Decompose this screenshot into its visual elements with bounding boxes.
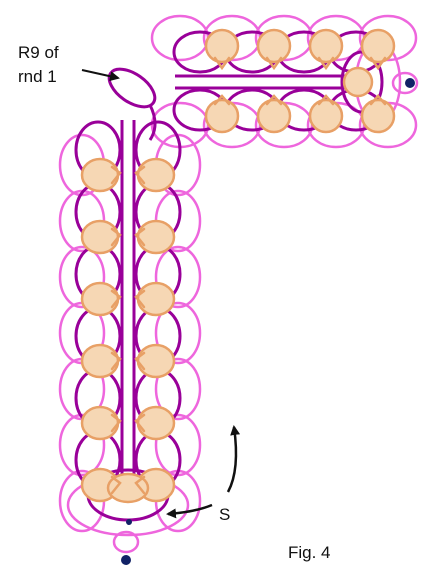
orange-y-motif-left — [110, 227, 122, 247]
orange-v-motif-bottom — [213, 94, 231, 106]
orange-y-motif-left — [110, 289, 122, 309]
orange-v-motif-bottom — [265, 94, 283, 106]
orange-v-motif-top — [213, 56, 231, 71]
r9-connector — [148, 104, 157, 141]
orange-ring-top — [308, 28, 344, 64]
orange-y-motif-left — [110, 413, 122, 433]
orange-y-motif-right — [134, 351, 146, 371]
orange-ring-top — [204, 28, 240, 64]
start-label: S — [219, 505, 230, 524]
orange-y-motif-right — [134, 289, 146, 309]
orange-ring-top — [360, 28, 396, 64]
pink-right-picot — [391, 71, 419, 95]
r9-pointer-arrow — [81, 69, 120, 82]
orange-v-motif-bottom — [369, 94, 387, 106]
orange-ring-top — [256, 28, 292, 64]
orange-ring-left — [80, 405, 120, 441]
orange-motifs — [110, 56, 387, 495]
pink-scallop-left — [58, 245, 106, 309]
orange-v-motif-top — [317, 56, 335, 71]
orange-y-motif-right — [134, 165, 146, 185]
orange-ring-right — [136, 343, 176, 379]
orange-ring-bottom — [360, 98, 396, 134]
bead-right — [405, 78, 415, 88]
orange-ring-left — [80, 281, 120, 317]
orange-ring-left — [80, 219, 120, 255]
figure-caption: Fig. 4 — [288, 543, 331, 562]
orange-ring-right — [136, 219, 176, 255]
orange-y-motif-right — [134, 413, 146, 433]
orange-ring-right — [136, 405, 176, 441]
orange-v-motif-top — [265, 56, 283, 71]
start-arrow-left — [166, 503, 213, 519]
orange-y-motif-left — [110, 351, 122, 371]
orange-y-motif-right — [134, 227, 146, 247]
pink-scallop-right — [154, 245, 202, 309]
orange-y-motif-right — [134, 475, 146, 495]
bead-joint — [126, 519, 132, 525]
orange-ring-left — [80, 157, 120, 193]
orange-y-motif-left — [110, 475, 122, 495]
r9-label-line1: R9 of — [18, 43, 59, 62]
orange-v-motif-top — [369, 56, 387, 71]
pink-scallop-right — [154, 357, 202, 421]
orange-right-ring — [342, 66, 374, 98]
orange-y-motif-left — [110, 165, 122, 185]
orange-ring-right — [136, 281, 176, 317]
r9-label-line2: rnd 1 — [18, 67, 57, 86]
start-arrow-up — [226, 425, 241, 493]
pink-bottom-picot — [112, 530, 140, 554]
r9-ring — [107, 67, 157, 109]
orange-center-rings — [80, 28, 396, 504]
orange-ring-left — [80, 343, 120, 379]
orange-v-motif-bottom — [317, 94, 335, 106]
orange-ring-right — [136, 157, 176, 193]
orange-ring-bottom — [308, 98, 344, 134]
orange-ring-bottom — [256, 98, 292, 134]
pink-scallop-right — [154, 301, 202, 365]
bead-bottom — [121, 555, 131, 565]
orange-ring-bottom — [204, 98, 240, 134]
